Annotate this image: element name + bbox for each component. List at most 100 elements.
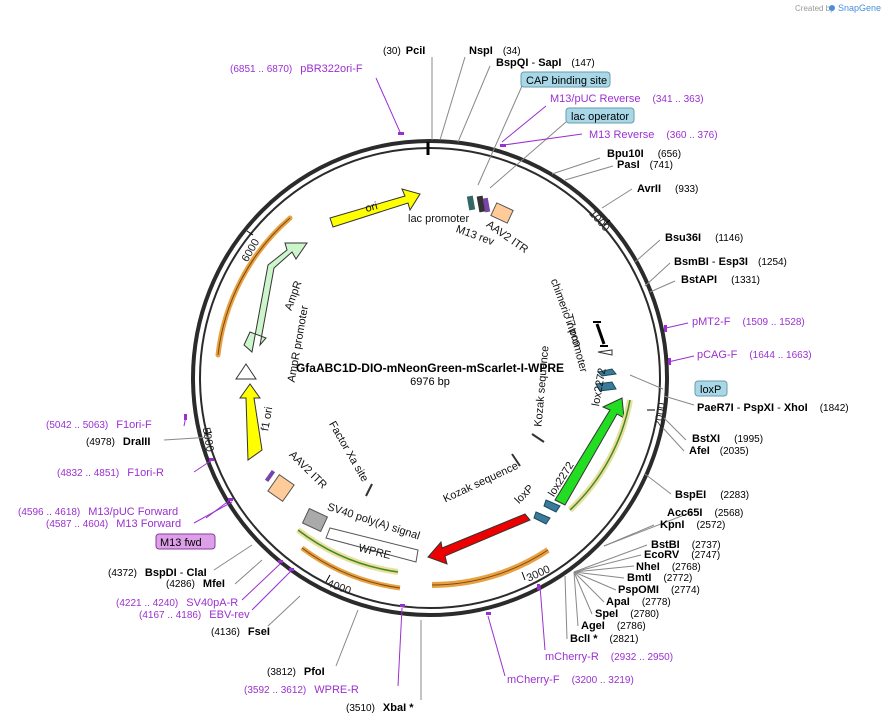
site-agei[interactable]: AgeI(2786): [581, 620, 646, 632]
backbone-outer-ring: [191, 139, 669, 617]
svg-text:BstAPI(1331): BstAPI(1331): [681, 274, 760, 286]
site-pfoi[interactable]: (3812)PfoI: [267, 666, 325, 678]
primer-pmt2[interactable]: pMT2-F(1509 .. 1528): [692, 316, 805, 328]
site-bstxi[interactable]: BstXI(1995): [692, 433, 763, 445]
site-bspei[interactable]: BspEI(2283): [675, 489, 749, 501]
f1-ori-feature[interactable]: [239, 383, 263, 461]
primer-m13puc-rev[interactable]: M13/pUC Reverse(341 .. 363): [550, 93, 704, 105]
site-bcli[interactable]: BclI *(2821): [570, 633, 638, 645]
site-pasi[interactable]: PasI(741): [617, 159, 673, 171]
svg-text:(3592 .. 3612)WPRE-R: (3592 .. 3612)WPRE-R: [244, 684, 359, 696]
svg-text:KpnI(2572): KpnI(2572): [660, 519, 725, 531]
primer-wpre-r[interactable]: (3592 .. 3612)WPRE-R: [244, 684, 359, 696]
svg-text:M13 fwd: M13 fwd: [160, 537, 202, 549]
svg-text:mCherry-R(2932 .. 2950): mCherry-R(2932 .. 2950): [545, 651, 673, 663]
svg-text:Bsu36I(1146): Bsu36I(1146): [665, 232, 743, 244]
primer-f1ori-r[interactable]: (4832 .. 4851)F1ori-R: [57, 467, 164, 479]
site-apai[interactable]: ApaI(2778): [606, 596, 671, 608]
cap-binding-site-box[interactable]: CAP binding site: [520, 71, 611, 88]
aav2-itr-bottom[interactable]: [267, 473, 295, 503]
kozak-label-1: Kozak sequence: [532, 345, 551, 427]
svg-text:(3812)PfoI: (3812)PfoI: [267, 666, 325, 678]
aav2-itr-top[interactable]: [490, 202, 514, 224]
lac-promoter-label: lac promoter: [408, 213, 469, 225]
m13-fwd-box[interactable]: M13 fwd: [155, 533, 216, 550]
snapgene-logo-icon: [829, 5, 835, 11]
site-acc65i[interactable]: Acc65I(2568): [667, 507, 743, 519]
kozak-mark-2: [511, 453, 521, 467]
site-pspomi[interactable]: PspOMI(2774): [618, 584, 700, 596]
ori-label: ori: [364, 200, 379, 215]
svg-text:1000: 1000: [586, 208, 611, 234]
sv40-polya-feature[interactable]: [301, 507, 329, 533]
primer-marks: [184, 132, 671, 615]
svg-text:BsmBI - Esp3I(1254): BsmBI - Esp3I(1254): [674, 256, 787, 268]
tick-2000: 2000: [647, 402, 669, 428]
svg-text:BstXI(1995): BstXI(1995): [692, 433, 763, 445]
lac-operator-box[interactable]: lac operator: [565, 107, 635, 124]
primer-mcherry-r[interactable]: mCherry-R(2932 .. 2950): [545, 651, 673, 663]
ampr-promoter-arrow[interactable]: [235, 363, 257, 380]
cap-site-mark: [466, 195, 476, 211]
svg-text:M13/pUC Reverse(341 .. 363): M13/pUC Reverse(341 .. 363): [550, 93, 704, 105]
svg-text:(4596 .. 4618)M13/pUC Forward: (4596 .. 4618)M13/pUC Forward: [18, 506, 178, 518]
svg-text:2000: 2000: [653, 402, 669, 428]
primer-pcag[interactable]: pCAG-F(1644 .. 1663): [697, 349, 812, 361]
svg-text:(4372)BspDI - ClaI: (4372)BspDI - ClaI: [108, 567, 207, 579]
primer-m13-fwd[interactable]: (4587 .. 4604)M13 Forward: [46, 518, 181, 530]
site-bsmbi[interactable]: BsmBI - Esp3I(1254): [674, 256, 787, 268]
site-pcii[interactable]: (30)PciI: [383, 45, 425, 57]
m13rev-mark: [482, 197, 491, 213]
site-bmti[interactable]: BmtI(2772): [627, 572, 692, 584]
leader-lines: [163, 56, 695, 700]
site-ecorv[interactable]: EcoRV(2747): [644, 549, 720, 561]
svg-text:mCherry-F(3200 .. 3219): mCherry-F(3200 .. 3219): [507, 674, 634, 686]
svg-text:ApaI(2778): ApaI(2778): [606, 596, 671, 608]
primer-m13puc-fwd[interactable]: (4596 .. 4618)M13/pUC Forward: [18, 506, 178, 518]
site-bspqi[interactable]: BspQI - SapI(147): [496, 57, 595, 69]
primer-f1ori-f[interactable]: (5042 .. 5063)F1ori-F: [46, 419, 152, 431]
site-mfei[interactable]: (4286)MfeI: [166, 578, 225, 590]
site-draiii[interactable]: (4978)DraIII: [86, 436, 150, 448]
svg-text:(3510)XbaI *: (3510)XbaI *: [346, 702, 414, 714]
site-bspdi[interactable]: (4372)BspDI - ClaI: [108, 567, 207, 579]
site-paer7i[interactable]: PaeR7I - PspXI - XhoI(1842): [697, 402, 849, 414]
svg-text:PasI(741): PasI(741): [617, 159, 673, 171]
site-bstbi[interactable]: BstBI(2737): [651, 539, 721, 551]
site-kpni[interactable]: KpnI(2572): [660, 519, 725, 531]
mneongreen-feature[interactable]: [554, 397, 625, 506]
primer-mcherry-f[interactable]: mCherry-F(3200 .. 3219): [507, 674, 634, 686]
t7-promoter-label: T7 promoter: [562, 313, 589, 374]
svg-text:AgeI(2786): AgeI(2786): [581, 620, 646, 632]
loxp-box[interactable]: loxP: [694, 380, 728, 397]
svg-text:BspEI(2283): BspEI(2283): [675, 489, 749, 501]
site-afei[interactable]: AfeI(2035): [689, 445, 749, 457]
t7-promoter-mark: [597, 349, 613, 356]
ori-feature[interactable]: [329, 188, 421, 228]
ampr-feature[interactable]: [243, 242, 308, 353]
site-spei[interactable]: SpeI(2780): [595, 608, 659, 620]
f1-ori-label: f1 ori: [259, 406, 275, 432]
wpre-feature[interactable]: [325, 527, 419, 563]
site-bstapi[interactable]: BstAPI(1331): [681, 274, 760, 286]
primer-sv40pa-r[interactable]: (4221 .. 4240)SV40pA-R: [116, 597, 238, 609]
primer-pbr322ori[interactable]: (6851 .. 6870)pBR322ori-F: [230, 63, 363, 75]
site-avrii[interactable]: AvrII(933): [637, 183, 698, 195]
svg-text:(4286)MfeI: (4286)MfeI: [166, 578, 225, 590]
brand-text: SnapGene: [838, 3, 881, 13]
loxp-mark-1: [595, 381, 617, 392]
primer-m13-rev[interactable]: M13 Reverse(360 .. 376): [589, 129, 718, 141]
site-xbai[interactable]: (3510)XbaI *: [346, 702, 414, 714]
primer-ebv-rev[interactable]: (4167 .. 4186)EBV-rev: [139, 609, 250, 621]
site-bsu36i[interactable]: Bsu36I(1146): [665, 232, 743, 244]
site-nspi[interactable]: NspI(34): [469, 45, 521, 57]
svg-text:(4978)DraIII: (4978)DraIII: [86, 436, 150, 448]
site-nhei[interactable]: NheI(2768): [636, 561, 701, 573]
svg-text:AfeI(2035): AfeI(2035): [689, 445, 749, 457]
site-bpu10i[interactable]: Bpu10I(656): [607, 148, 681, 160]
svg-text:(6851 .. 6870)pBR322ori-F: (6851 .. 6870)pBR322ori-F: [230, 63, 363, 75]
site-fsei[interactable]: (4136)FseI: [211, 626, 270, 638]
mscarlet-feature[interactable]: [427, 513, 531, 565]
loxp-mark-2: [533, 511, 551, 525]
